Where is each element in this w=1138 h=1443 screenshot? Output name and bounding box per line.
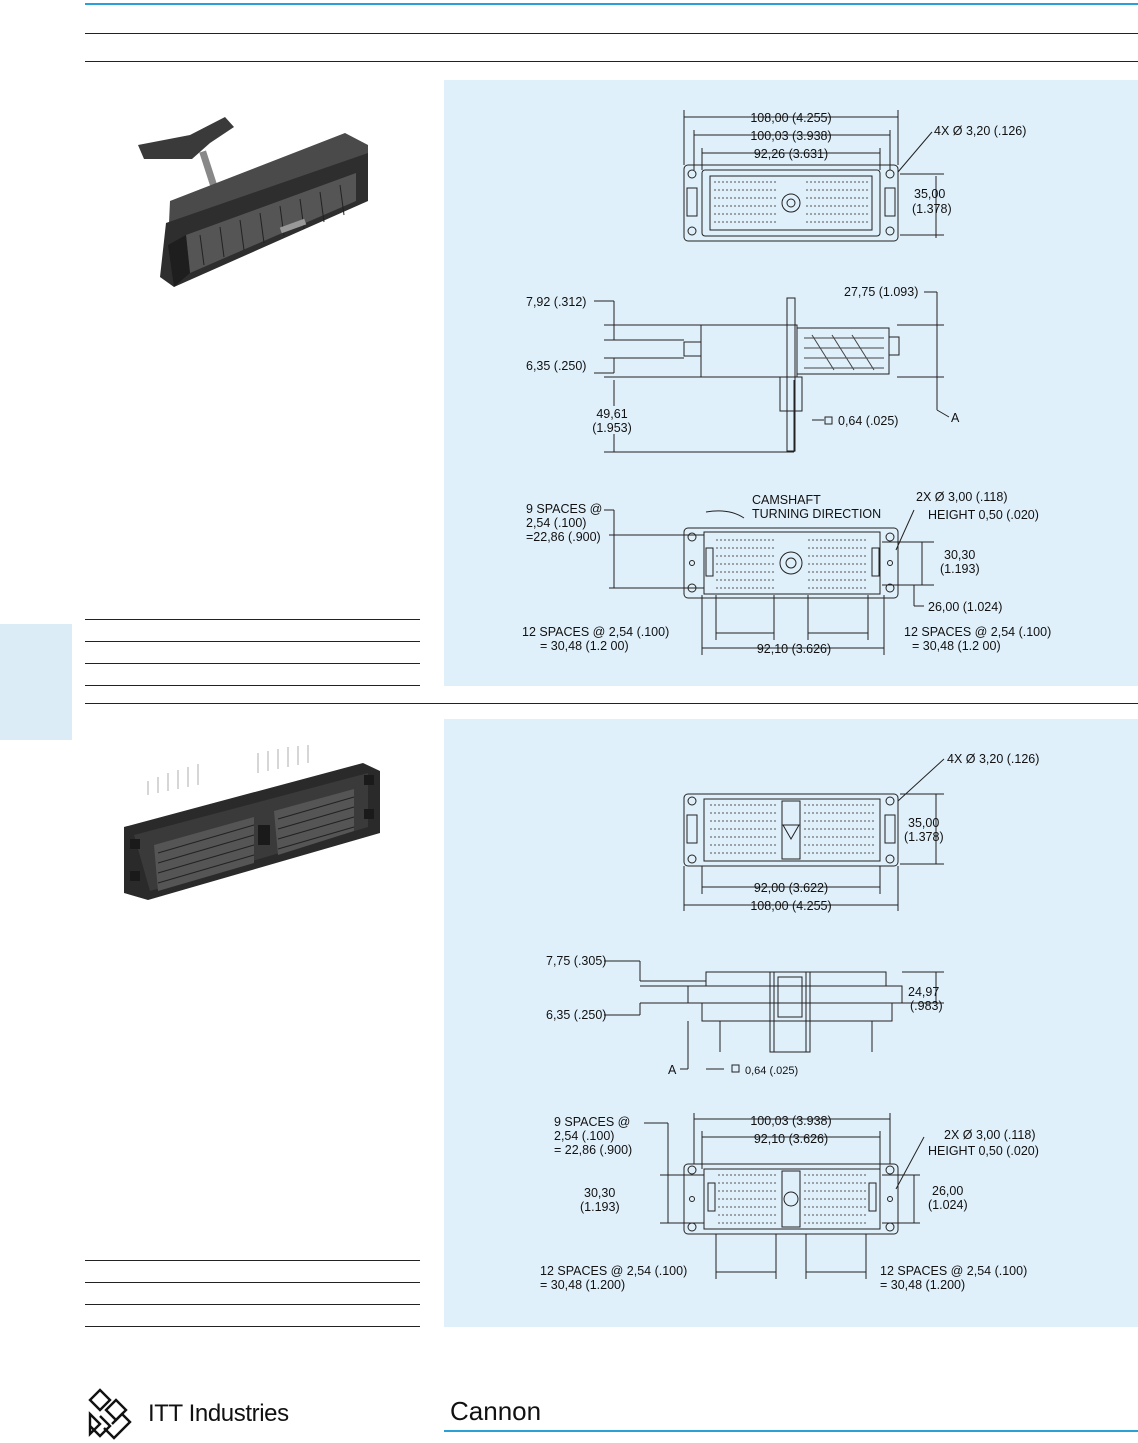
table-rule	[85, 619, 420, 620]
dim-label: = 22,86 (.900)	[554, 1143, 632, 1157]
dim-label: 92,00 (3.622)	[754, 881, 828, 895]
table-rule	[85, 641, 420, 642]
dim-label: 100,03 (3.938)	[750, 1114, 831, 1128]
dim-label: =22,86 (.900)	[526, 530, 601, 544]
drawing-panel-1	[444, 80, 1138, 686]
header-rule-2	[85, 61, 1138, 62]
dim-label: 0,64 (.025)	[745, 1065, 798, 1077]
dim-label: (1.193)	[580, 1200, 620, 1214]
dim-label: 2,54 (.100)	[526, 516, 586, 530]
dim-label: 49,61	[596, 407, 627, 421]
table-rule	[85, 1260, 420, 1261]
dim-label: 35,00	[908, 816, 939, 830]
dim-label: 9 SPACES @	[554, 1115, 630, 1129]
table-rule	[85, 685, 420, 686]
dim-label: 0,64 (.025)	[838, 414, 898, 428]
dim-label: 26,00	[932, 1184, 963, 1198]
dim-label: TURNING DIRECTION	[752, 507, 881, 521]
dim-label: (.983)	[910, 999, 943, 1013]
footer-accent-rule	[444, 1430, 1138, 1432]
dim-label: 6,35 (.250)	[546, 1008, 606, 1022]
itt-logo-icon	[88, 1388, 132, 1440]
dim-label: 108,00 (4.255)	[750, 899, 831, 913]
table-rule	[85, 1326, 420, 1327]
dim-label: 7,92 (.312)	[526, 295, 586, 309]
dim-label: 27,75 (1.093)	[844, 285, 918, 299]
dim-label: 108,00 (4.255)	[750, 111, 831, 125]
dim-label: = 30,48 (1.2 00)	[912, 639, 1001, 653]
header-accent-rule	[85, 3, 1138, 5]
dim-label: = 30,48 (1.200)	[540, 1278, 625, 1292]
dim-label: A	[668, 1063, 677, 1077]
dim-label: 2,54 (.100)	[554, 1129, 614, 1143]
connector-with-camshaft-photo	[138, 117, 368, 287]
dim-label: 92,10 (3.626)	[754, 1132, 828, 1146]
dim-label: 100,03 (3.938)	[750, 129, 831, 143]
dim-label: 12 SPACES @ 2,54 (.100)	[904, 625, 1051, 639]
table-rule	[85, 1282, 420, 1283]
drawing-set-2: 4X Ø 3,20 (.126) 35,00 (1.378) 92,00 (3.…	[540, 752, 1039, 1292]
dim-label: A	[951, 411, 960, 425]
dim-label: 12 SPACES @ 2,54 (.100)	[540, 1264, 687, 1278]
dim-label: = 30,48 (1.200)	[880, 1278, 965, 1292]
dim-label: (1.953)	[592, 421, 632, 435]
connector-header-photo	[124, 745, 380, 900]
dim-label: 4X Ø 3,20 (.126)	[947, 752, 1039, 766]
dim-label: HEIGHT 0,50 (.020)	[928, 508, 1039, 522]
drawing-panel-2	[444, 719, 1138, 1327]
dim-label: 2X Ø 3,00 (.118)	[916, 490, 1008, 504]
dim-label: 6,35 (.250)	[526, 359, 586, 373]
table-rule	[85, 1304, 420, 1305]
drawing-set-1: 108,00 (4.255) 100,03 (3.938) 92,26 (3.6…	[522, 110, 1051, 656]
section-divider	[85, 703, 1138, 704]
dim-label: CAMSHAFT	[752, 493, 821, 507]
dim-label: 30,30	[584, 1186, 615, 1200]
dim-label: 7,75 (.305)	[546, 954, 606, 968]
table-rule	[85, 663, 420, 664]
dim-label: 4X Ø 3,20 (.126)	[934, 124, 1026, 138]
product-line-name: Cannon	[450, 1396, 542, 1426]
dim-label: HEIGHT 0,50 (.020)	[928, 1144, 1039, 1158]
dim-label: (1.378)	[912, 202, 952, 216]
dim-label: 92,26 (3.631)	[754, 147, 828, 161]
dim-label: (1.193)	[940, 562, 980, 576]
header-rule-1	[85, 33, 1138, 34]
dim-label: 24,97	[908, 985, 939, 999]
dim-label: 12 SPACES @ 2,54 (.100)	[522, 625, 669, 639]
section-side-tab	[0, 624, 72, 740]
dim-label: (1.024)	[928, 1198, 968, 1212]
dim-label: 30,30	[944, 548, 975, 562]
dim-label: 12 SPACES @ 2,54 (.100)	[880, 1264, 1027, 1278]
dim-label: 35,00	[914, 187, 945, 201]
dim-label: 2X Ø 3,00 (.118)	[944, 1128, 1036, 1142]
dim-label: = 30,48 (1.2 00)	[540, 639, 629, 653]
dim-label: 9 SPACES @	[526, 502, 602, 516]
brand-name: ITT Industries	[148, 1400, 289, 1427]
dim-label: (1.378)	[904, 830, 944, 844]
dim-label: 92,10 (3.626)	[757, 642, 831, 656]
dim-label: 26,00 (1.024)	[928, 600, 1002, 614]
